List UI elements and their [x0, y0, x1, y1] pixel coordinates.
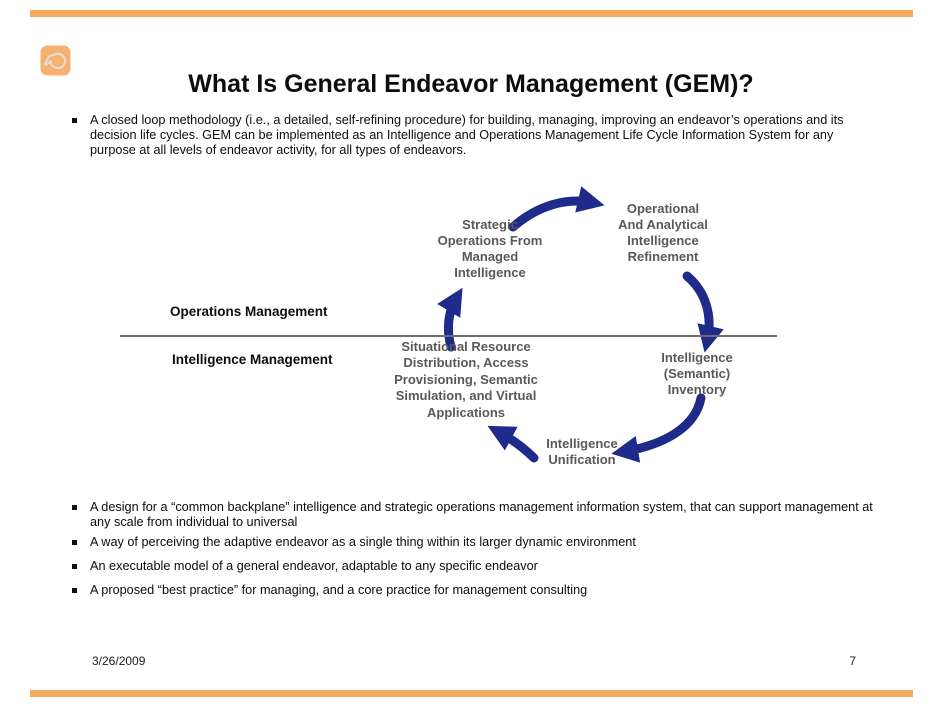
bullet-square-icon [72, 564, 77, 569]
slide-title: What Is General Endeavor Management (GEM… [188, 70, 754, 98]
bullet-square-icon [72, 540, 77, 545]
node-situational-resource: Situational Resource Distribution, Acces… [394, 339, 538, 420]
bullet-square-icon [72, 588, 77, 593]
intro-bullet: A closed loop methodology (i.e., a detai… [72, 113, 882, 158]
bullet-text: An executable model of a general endeavo… [90, 559, 538, 573]
bullet-text: A design for a “common backplane” intell… [90, 500, 873, 529]
bullet-square-icon [72, 505, 77, 510]
bullet-design: A design for a “common backplane” intell… [72, 500, 882, 530]
label-operations-management: Operations Management [170, 304, 328, 319]
top-accent-bar [30, 10, 913, 17]
intro-bullet-text: A closed loop methodology (i.e., a detai… [90, 113, 844, 157]
logo-icon [40, 45, 71, 76]
node-strategic-operations: Strategic Operations From Managed Intell… [437, 217, 543, 280]
footer-date: 3/26/2009 [92, 654, 146, 668]
bullet-square-icon [72, 118, 77, 123]
label-intelligence-management: Intelligence Management [172, 352, 333, 367]
footer-page-number: 7 [849, 654, 856, 668]
bottom-accent-bar [30, 690, 913, 697]
management-divider-line [120, 335, 777, 337]
node-intelligence-unification: Intelligence Unification [546, 436, 618, 467]
bullet-executable: An executable model of a general endeavo… [72, 559, 882, 574]
bullet-perceiving: A way of perceiving the adaptive endeavo… [72, 535, 882, 550]
bullet-text: A proposed “best practice” for managing,… [90, 583, 588, 597]
node-intelligence-inventory: Intelligence (Semantic) Inventory [661, 350, 733, 397]
bullet-text: A way of perceiving the adaptive endeavo… [90, 535, 636, 549]
node-operational-analytical: Operational And Analytical Intelligence … [618, 201, 708, 264]
arrow-operational-to-inventory [682, 271, 724, 353]
bullet-best-practice: A proposed “best practice” for managing,… [72, 583, 882, 598]
